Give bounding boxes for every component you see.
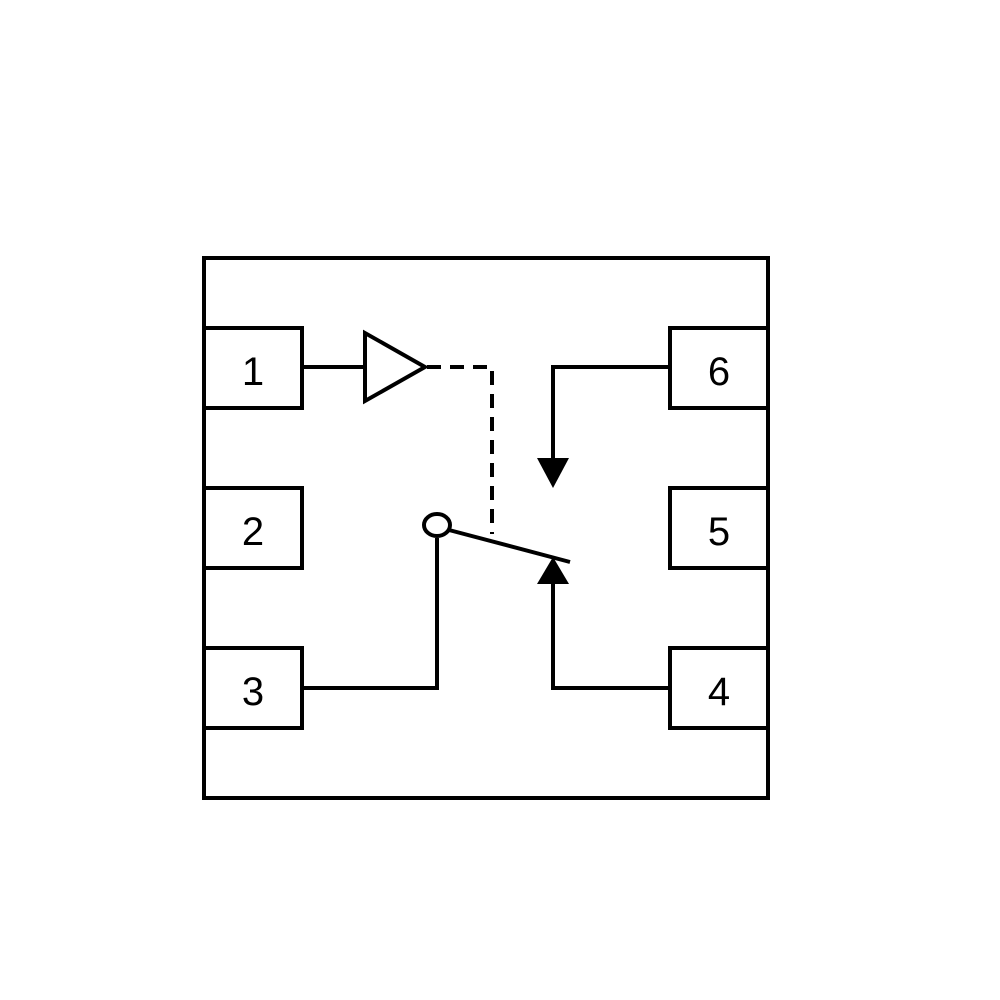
pin-1: 1 <box>202 326 304 410</box>
pin-4: 4 <box>668 646 770 730</box>
switch-blade <box>448 528 571 564</box>
pin-6: 6 <box>668 326 770 410</box>
pin-2: 2 <box>202 486 304 570</box>
pin-1-label: 1 <box>242 350 264 394</box>
pin-6-label: 6 <box>708 350 730 394</box>
pin-2-label: 2 <box>242 510 264 554</box>
pin-5: 5 <box>668 486 770 570</box>
pin-3: 3 <box>202 646 304 730</box>
pin-3-wire <box>302 538 439 690</box>
actuator-link-dashed <box>427 365 494 534</box>
arrow-down-icon <box>537 458 569 488</box>
pin-6-wire <box>551 365 670 460</box>
arrow-up-icon <box>537 557 569 584</box>
pin-4-label: 4 <box>708 670 730 714</box>
pin-4-wire <box>551 582 670 690</box>
switch-pivot-icon <box>422 512 452 538</box>
buffer-triangle-icon <box>363 329 430 405</box>
pin-3-label: 3 <box>242 670 264 714</box>
pin-5-label: 5 <box>708 510 730 554</box>
